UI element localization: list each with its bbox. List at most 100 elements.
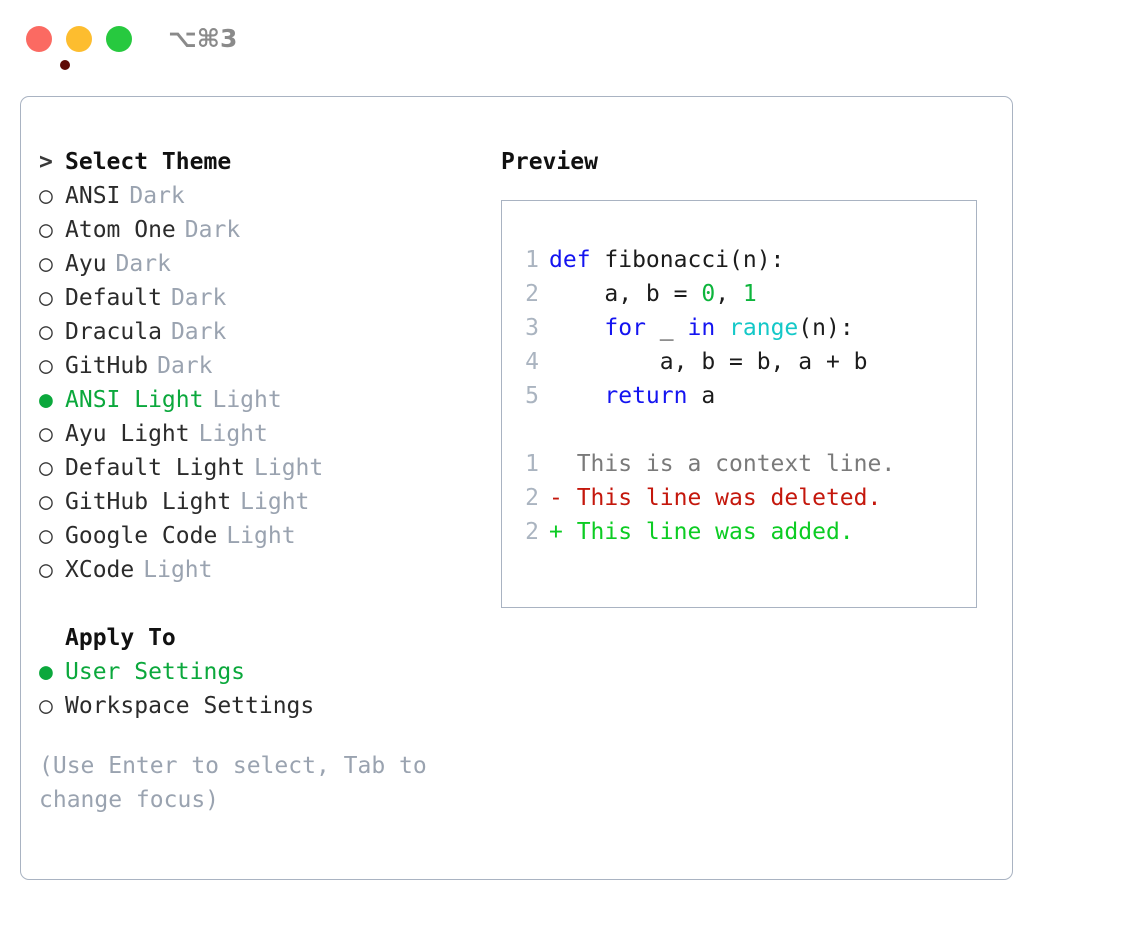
theme-variant-tag: Dark (115, 251, 171, 277)
diff-line: 2 - This line was deleted. (517, 481, 970, 515)
line-number: 2 (525, 485, 539, 511)
theme-name-label: XCode (65, 557, 135, 583)
radio-selected-icon[interactable]: ● (39, 659, 53, 685)
code-token: fibonacci(n): (604, 247, 785, 273)
radio-unselected-icon[interactable]: ○ (39, 183, 53, 209)
theme-list-item[interactable]: ○ GitHub Dark (39, 349, 479, 383)
section-spacer (39, 587, 479, 621)
code-line: 2 a, b = 0, 1 (517, 277, 970, 311)
theme-name-label: Default (65, 285, 162, 311)
theme-variant-tag: Dark (170, 285, 227, 311)
theme-list-item[interactable]: ○ ANSI Dark (39, 179, 479, 213)
prompt-caret-icon: > (39, 149, 53, 175)
code-token: 0 (701, 281, 716, 307)
theme-name-label: Ayu Light (65, 421, 190, 447)
code-token: (n): (798, 315, 854, 341)
theme-name-label: Default Light (65, 455, 246, 481)
code-line: 1 def fibonacci(n): (517, 243, 970, 277)
apply-to-list: ● User Settings ○ Workspace Settings (39, 655, 479, 723)
theme-name-label: ANSI Light (65, 387, 204, 413)
theme-list-item[interactable]: ○ Default Dark (39, 281, 479, 315)
code-token (549, 315, 604, 341)
theme-list-item[interactable]: ○ GitHub Light Light (39, 485, 479, 519)
theme-name-label: ANSI (65, 183, 121, 209)
radio-unselected-icon[interactable]: ○ (39, 523, 53, 549)
radio-unselected-icon[interactable]: ○ (39, 251, 53, 277)
radio-unselected-icon[interactable]: ○ (39, 421, 53, 447)
theme-list-item[interactable]: ○ Ayu Dark (39, 247, 479, 281)
radio-unselected-icon[interactable]: ○ (39, 693, 53, 719)
line-number: 5 (525, 383, 539, 409)
diff-line: 1 This is a context line. (517, 447, 970, 481)
theme-variant-tag: Light (240, 489, 310, 515)
close-window-button[interactable] (26, 26, 70, 70)
code-token (715, 315, 729, 341)
theme-name-label: GitHub Light (65, 489, 232, 515)
radio-unselected-icon[interactable]: ○ (39, 489, 53, 515)
theme-variant-tag: Dark (157, 353, 213, 379)
minimize-window-button[interactable] (66, 26, 92, 52)
radio-unselected-icon[interactable]: ○ (39, 319, 53, 345)
code-token: range (729, 315, 799, 341)
theme-picker-header: > Select Theme (39, 145, 479, 179)
code-line: 4 a, b = b, a + b (517, 345, 970, 379)
line-number: 1 (525, 451, 539, 477)
code-token: return (604, 383, 688, 409)
theme-variant-tag: Dark (184, 217, 241, 243)
radio-unselected-icon[interactable]: ○ (39, 455, 53, 481)
maximize-window-button[interactable] (106, 26, 132, 52)
radio-unselected-icon[interactable]: ○ (39, 217, 53, 243)
code-token: a, b = b, a + b (549, 349, 868, 375)
radio-unselected-icon[interactable]: ○ (39, 557, 53, 583)
code-token: def (549, 247, 605, 273)
apply-to-option[interactable]: ○ Workspace Settings (39, 689, 479, 723)
apply-to-option-label: User Settings (65, 659, 246, 685)
theme-name-label: Dracula (65, 319, 162, 345)
diff-text: This is a context line. (549, 451, 896, 477)
theme-name-label: Google Code (65, 523, 218, 549)
code-token: in (687, 315, 716, 341)
theme-list-item[interactable]: ○ Ayu Light Light (39, 417, 479, 451)
code-token: a, b = (549, 281, 702, 307)
theme-picker-header-label: Select Theme (65, 149, 232, 175)
line-number: 2 (525, 519, 539, 545)
theme-variant-tag: Light (212, 387, 282, 413)
preview-gap (517, 413, 970, 447)
apply-to-label: Apply To (65, 625, 176, 651)
diff-text: - This line was deleted. (549, 485, 882, 511)
radio-unselected-icon[interactable]: ○ (39, 353, 53, 379)
keyboard-shortcut-label: ⌥⌘3 (168, 24, 238, 53)
theme-name-label: Ayu (65, 251, 107, 277)
keyboard-hint-text: (Use Enter to select, Tab to change focu… (39, 753, 427, 813)
line-number: 1 (525, 247, 539, 273)
theme-variant-tag: Light (143, 557, 213, 583)
diff-line: 2+ This line was added. (517, 515, 970, 549)
line-number: 2 (525, 281, 539, 307)
code-token: for (604, 315, 646, 341)
apply-to-option-label: Workspace Settings (65, 693, 315, 719)
code-token: a (687, 383, 716, 409)
theme-variant-tag: Light (198, 421, 268, 447)
theme-variant-tag: Dark (129, 183, 185, 209)
theme-list-item[interactable]: ● ANSI Light Light (39, 383, 479, 417)
theme-name-label: GitHub (65, 353, 149, 379)
code-line: 3 for _ in range(n): (517, 311, 970, 345)
radio-unselected-icon[interactable]: ○ (39, 285, 53, 311)
apply-to-option[interactable]: ● User Settings (39, 655, 479, 689)
theme-list-item[interactable]: ○ Dracula Dark (39, 315, 479, 349)
radio-selected-icon[interactable]: ● (39, 387, 53, 413)
theme-variant-tag: Dark (170, 319, 227, 345)
line-number: 4 (525, 349, 539, 375)
recording-indicator-icon (60, 60, 70, 70)
preview-title: Preview (501, 149, 598, 175)
theme-list-item[interactable]: ○ XCode Light (39, 553, 479, 587)
code-token (549, 383, 604, 409)
